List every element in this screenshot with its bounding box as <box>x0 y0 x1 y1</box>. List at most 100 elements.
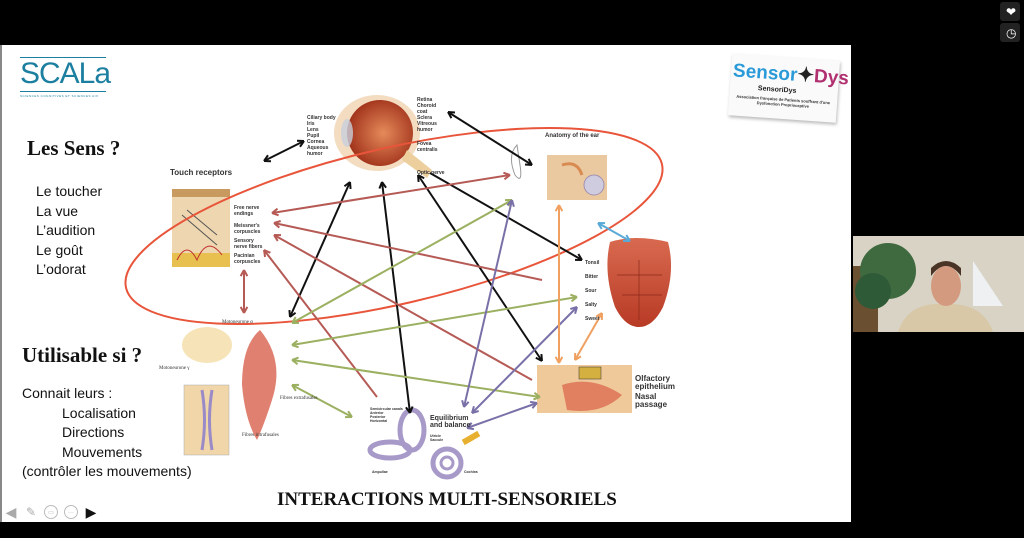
nose-label: Nasal passage <box>635 392 668 409</box>
eye-labels-left: Ciliary body Iris Lens Pupil Cornea Aque… <box>307 115 337 157</box>
arrowhead <box>405 406 414 414</box>
arrow-left-icon[interactable]: ◀ <box>5 504 17 520</box>
interaction-arrow-blue <box>597 222 631 242</box>
eye-label: Iris <box>307 121 315 127</box>
eye-label: Pupil <box>307 133 320 139</box>
muscle-label: Fibres extrafusales <box>280 396 318 401</box>
sense-item: La vue <box>36 202 79 219</box>
speaker-webcam-video <box>853 236 1024 332</box>
vestibular-label: Semicircular canals <box>370 407 403 411</box>
arrows-group <box>239 111 631 431</box>
eye-label: Cornea <box>307 139 325 145</box>
eye-label: Lens <box>307 127 319 133</box>
arrowhead <box>524 158 533 166</box>
vestibular-label: Saccule <box>430 438 444 442</box>
usable-list: Connait leurs : Localisation Directions … <box>22 384 192 482</box>
interaction-arrow-red <box>273 222 543 281</box>
eye-label: Choroid coat <box>417 103 437 115</box>
ear-title: Anatomy of the ear <box>545 133 600 139</box>
arrowhead <box>273 234 282 242</box>
vestibular-labels: Semicircular canals Anterior Posterior H… <box>370 407 403 423</box>
usable-item: Directions <box>62 424 125 440</box>
arrowhead <box>291 339 299 349</box>
arrowhead <box>239 269 249 277</box>
usable-item: Mouvements <box>62 443 143 460</box>
nose-illustration <box>537 365 632 413</box>
vestibular-label: Ampullae <box>372 470 388 474</box>
vestibular-label: Posterior <box>370 415 386 419</box>
vestibular-title: Equilibrium and balance <box>430 415 471 429</box>
speaker-video-frame <box>853 236 1024 332</box>
scala-logo-line <box>20 57 106 58</box>
arrowhead <box>291 383 300 392</box>
arrowhead <box>447 111 456 119</box>
eye-label: Optic nerve <box>417 170 445 176</box>
arrowhead <box>291 356 299 366</box>
touch-label: Sensory nerve fibers <box>234 238 263 250</box>
arrowhead <box>288 309 297 318</box>
tongue-label: Sour <box>585 288 597 294</box>
eye-labels-right: Retina Choroid coat Sclera Vitreous humo… <box>417 97 445 153</box>
interaction-arrow-red <box>263 249 378 398</box>
tongue-label: Bitter <box>585 274 599 280</box>
arrowhead <box>471 405 479 414</box>
interaction-arrow-purple <box>463 199 513 408</box>
arrowhead <box>378 181 387 189</box>
interaction-arrow-black <box>447 111 533 166</box>
eye-label: Aqueous humor <box>307 145 329 157</box>
heart-icon: ❤ <box>1006 5 1017 19</box>
interaction-diagram <box>124 95 672 480</box>
muscle-label: Fibres intrafusales <box>242 433 279 438</box>
interaction-arrow-black <box>381 181 411 414</box>
interaction-arrow-red <box>273 234 533 381</box>
interaction-arrow-black <box>289 181 351 318</box>
touch-label: Free nerve endings <box>234 205 260 217</box>
arrow-right-icon[interactable]: ▶ <box>85 504 97 520</box>
eye-illustration <box>334 95 432 178</box>
tongue-label: Sweet <box>585 316 600 322</box>
vestibular-label: Cochlea <box>464 470 478 474</box>
tongue-labels: Tonsil Bitter Sour Salty Sweet <box>585 256 599 326</box>
arrowhead <box>344 410 353 419</box>
sense-item: L’audition <box>36 222 96 238</box>
arrowhead <box>597 222 606 230</box>
interaction-arrow-green <box>291 296 578 346</box>
arrowhead <box>291 316 300 324</box>
sense-item: Le toucher <box>36 183 103 199</box>
arrowhead <box>263 154 272 163</box>
arrowhead <box>239 306 249 314</box>
interaction-arrow-black <box>429 172 583 261</box>
arrowhead <box>595 312 603 321</box>
more-icon[interactable]: ··· <box>64 505 78 519</box>
pen-icon[interactable]: ✎ <box>25 505 37 519</box>
like-button[interactable]: ❤ <box>1000 2 1020 21</box>
eye-label: Vitreous humor <box>417 121 437 133</box>
touch-receptors-illustration <box>172 189 230 267</box>
slides-icon[interactable]: ▭ <box>44 505 58 519</box>
sense-item: Le goût <box>36 241 83 258</box>
tongue-label: Salty <box>585 302 597 308</box>
scala-logo-line <box>20 91 106 92</box>
arrowhead <box>622 234 631 242</box>
eye-label: Ciliary body <box>307 115 336 121</box>
heading-senses: Les Sens ? <box>27 136 121 160</box>
slide-title: INTERACTIONS MULTI-SENSORIELS <box>277 489 617 510</box>
arrowhead <box>506 199 515 208</box>
vestibular-label: Horizontal <box>370 419 388 423</box>
arrowhead <box>529 400 538 409</box>
interaction-arrow-red <box>271 174 511 214</box>
eye-label: Sclera <box>417 115 433 121</box>
interaction-arrow-green <box>291 199 513 324</box>
arrowhead <box>554 204 564 212</box>
arrowhead <box>574 352 582 361</box>
interaction-arrow-black <box>417 174 543 362</box>
eye-label: Retina <box>417 97 433 103</box>
touch-label: Pacinian corpuscles <box>234 253 261 265</box>
scala-subtitle: SCIENCES COGNITIVES ET SCIENCES AIX <box>20 94 99 98</box>
arrowhead <box>533 391 541 401</box>
history-button[interactable]: ◷ <box>1000 23 1020 42</box>
usable-note: (contrôler les mouvements) <box>22 463 192 479</box>
eye-label: Fovea centralis <box>417 141 438 153</box>
arrowhead <box>461 399 470 408</box>
touch-label: Meissner's corpuscles <box>234 223 261 235</box>
